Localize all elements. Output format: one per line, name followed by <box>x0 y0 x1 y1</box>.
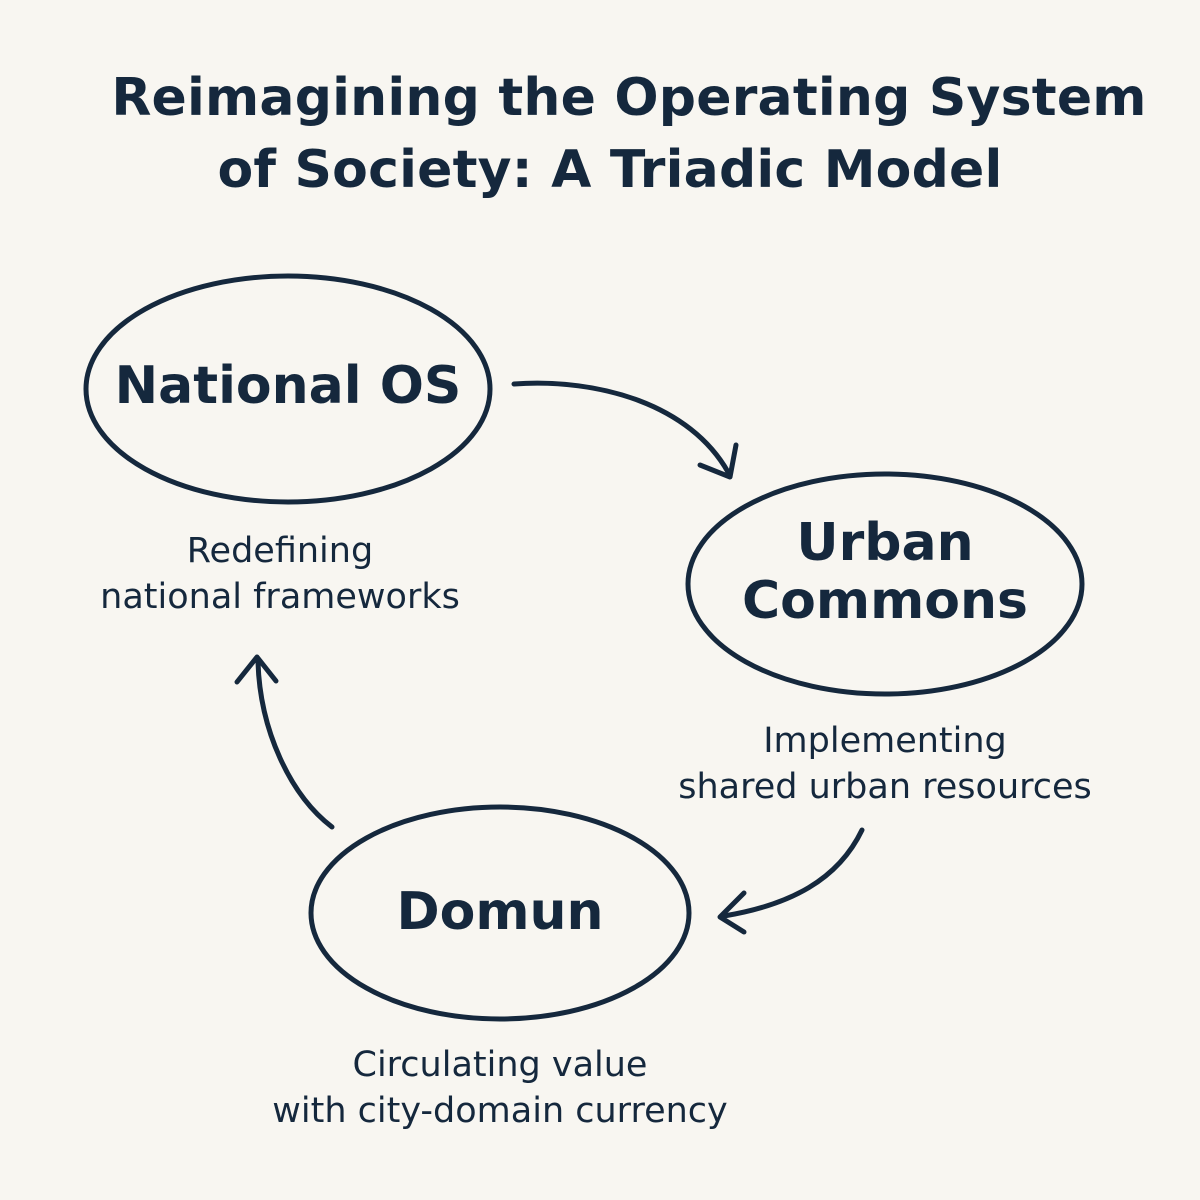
domun-ellipse <box>308 804 692 1022</box>
urban-commons-label-line-1: Urban <box>796 513 974 573</box>
urban-commons-ellipse <box>685 471 1085 697</box>
title-line-2: of Society: A Triadic Model <box>217 140 1003 200</box>
national-os-caption-line-1: Redefining <box>186 531 374 571</box>
national-os-ellipse <box>83 273 493 505</box>
arrow-domun-to-national <box>234 654 335 830</box>
title-line-1: Reimagining the Operating System <box>111 68 1147 128</box>
urban-commons-caption-line-2: shared urban resources <box>678 767 1092 807</box>
domun-caption-line-1: Circulating value <box>352 1045 648 1085</box>
urban-commons-label: Urban Commons <box>688 514 1082 630</box>
diagram-title: Reimagining the Operating System of Soci… <box>0 62 1200 206</box>
domun-caption: Circulating value with city-domain curre… <box>230 1042 770 1134</box>
domun-label: Domun <box>396 882 604 942</box>
urban-commons-caption: Implementing shared urban resources <box>640 718 1130 810</box>
national-os-caption-line-2: national frameworks <box>100 577 460 617</box>
urban-commons-label-line-2: Commons <box>742 571 1028 631</box>
national-os-label: National OS <box>114 356 462 416</box>
arrow-urban-to-domun <box>717 827 865 935</box>
national-os-caption: Redefining national frameworks <box>60 528 500 620</box>
arrow-national-to-urban <box>511 380 739 480</box>
urban-commons-caption-line-1: Implementing <box>763 721 1007 761</box>
domun-caption-line-2: with city-domain currency <box>272 1091 728 1131</box>
